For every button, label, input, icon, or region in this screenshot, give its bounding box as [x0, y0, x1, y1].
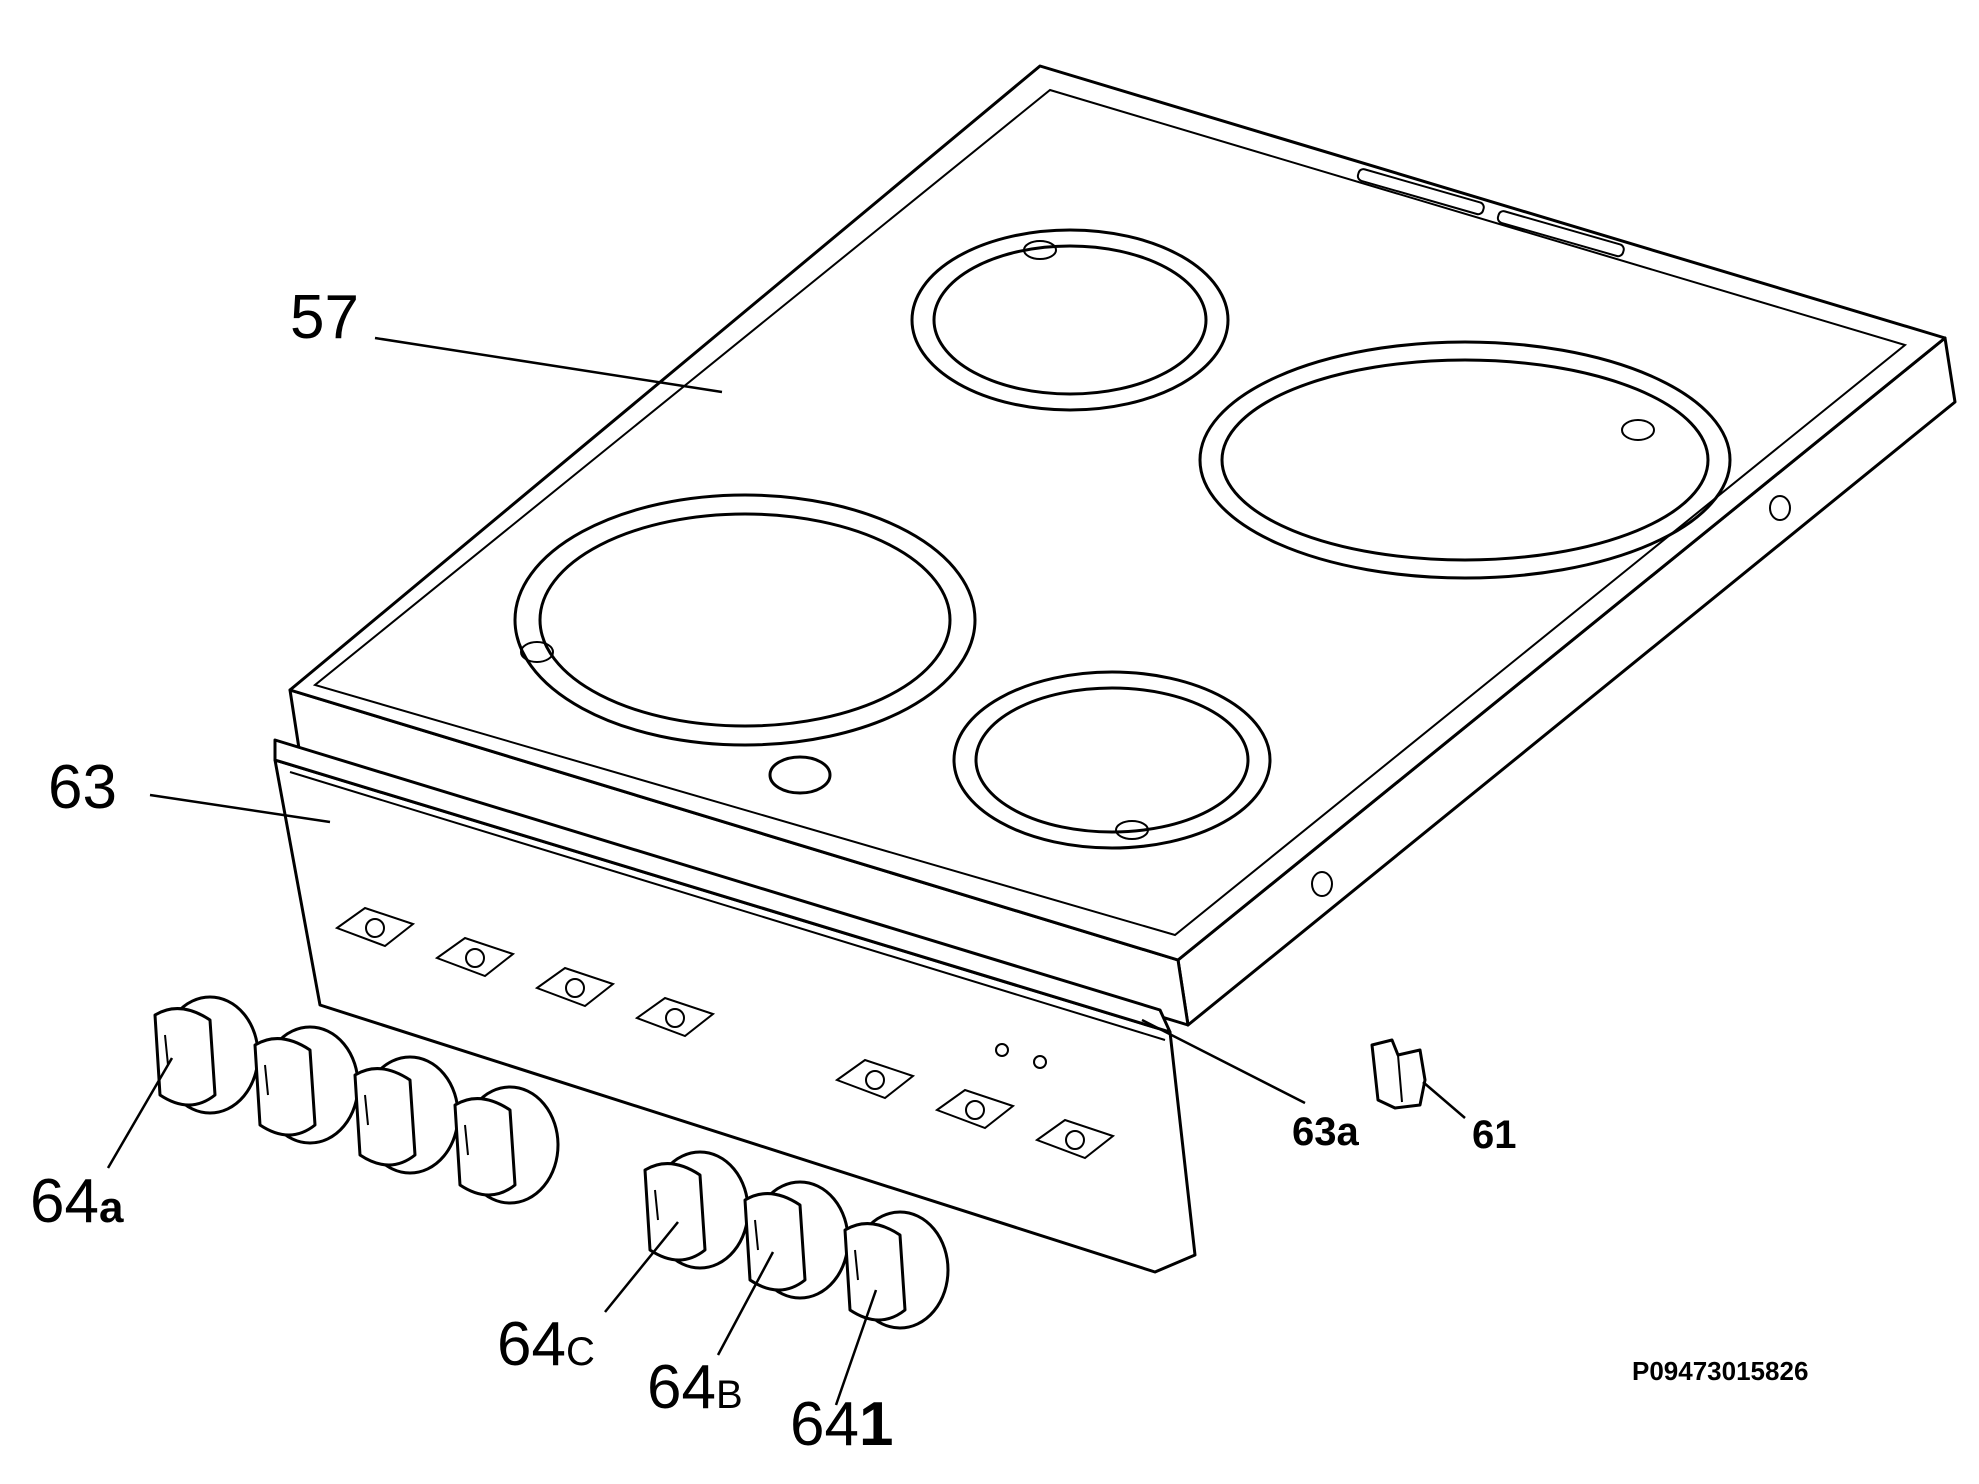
leader-64b [716, 1251, 775, 1356]
leader-64c [604, 1221, 679, 1313]
label-64b: 64B [647, 1353, 743, 1422]
knob-7 [843, 1210, 950, 1330]
cooking-zone-back-left [910, 228, 1230, 412]
knob-5 [643, 1150, 750, 1270]
label-61: 61 [1472, 1113, 1517, 1157]
cooking-zone-back-right [1198, 340, 1732, 580]
leader-63 [149, 793, 331, 824]
knob-2 [253, 1025, 360, 1145]
label-57: 57 [290, 283, 359, 352]
knob-3 [353, 1055, 460, 1175]
control-panel-assembly [273, 738, 1197, 1274]
panel-switch-holes [334, 906, 1116, 1160]
drawing-code: P09473015826 [1632, 1356, 1808, 1386]
knob-6 [743, 1180, 850, 1300]
label-63: 63 [48, 753, 117, 822]
hob-top-surface [288, 64, 1947, 962]
knob-1 [153, 995, 260, 1115]
leader-641 [834, 1289, 878, 1406]
leader-57 [374, 336, 723, 394]
leader-64a [106, 1057, 174, 1169]
panel-strip-line [289, 771, 1166, 1041]
leader-63a [1141, 1018, 1306, 1105]
label-641: 641 [790, 1390, 893, 1459]
control-knobs [153, 995, 950, 1330]
hob-top-inner-border [312, 88, 1908, 937]
clip-part [1370, 1038, 1427, 1110]
cooking-zone-front-left [513, 493, 977, 747]
indicator-ring [768, 755, 832, 795]
hob-assembly [288, 64, 1957, 1027]
label-63a: 63a [1292, 1110, 1359, 1154]
control-panel-strip [273, 738, 1172, 1034]
leader-61 [1422, 1081, 1466, 1119]
side-screw-hole-2 [1311, 871, 1333, 897]
vent-slot-1 [1356, 168, 1485, 216]
leader-lines [106, 336, 1466, 1406]
cooking-zone-front-right [952, 670, 1272, 850]
knob-4 [453, 1085, 560, 1205]
vent-slot-2 [1496, 210, 1625, 258]
label-64c: 64C [497, 1310, 595, 1379]
side-screw-hole-1 [1769, 495, 1791, 521]
label-64a: 64a [30, 1167, 124, 1236]
